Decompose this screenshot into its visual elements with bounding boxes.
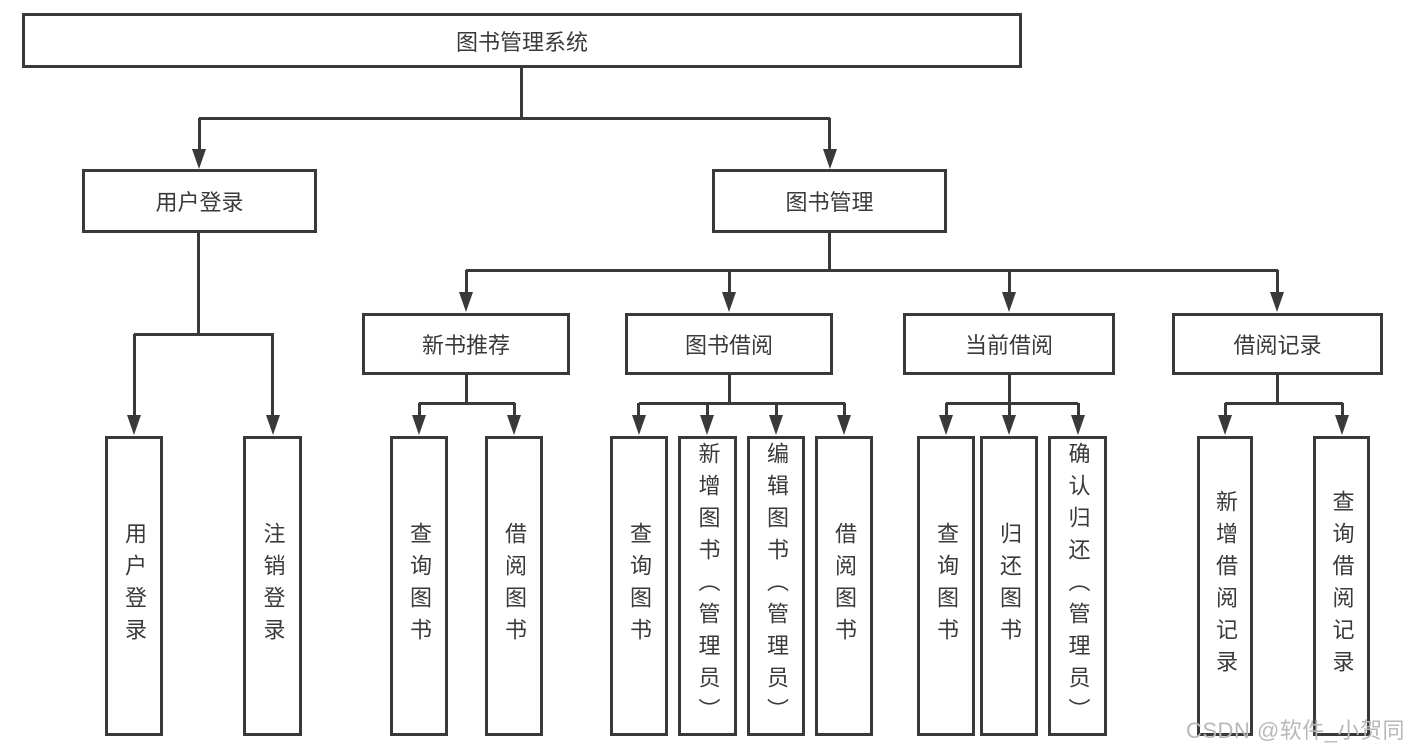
leaf-query-books-current: 查询图书 xyxy=(917,436,975,736)
arrow-down-icon xyxy=(700,415,714,435)
arrow-down-icon xyxy=(1218,415,1232,435)
arrow-down-icon xyxy=(722,292,736,312)
connector-root-branch xyxy=(199,117,830,120)
connector-stem xyxy=(728,270,731,294)
connector-branch xyxy=(1225,402,1343,405)
node-borrow-records: 借阅记录 xyxy=(1172,313,1383,375)
connector-stem xyxy=(728,375,731,405)
leaf-label: 确认归还（管理员） xyxy=(1065,442,1091,730)
leaf-logout: 注销登录 xyxy=(243,436,302,736)
leaf-borrow-books: 借阅图书 xyxy=(815,436,873,736)
leaf-label: 借阅图书 xyxy=(832,522,857,650)
leaf-label: 新增借阅记录 xyxy=(1213,490,1238,682)
arrow-down-icon xyxy=(1002,415,1016,435)
leaf-label: 归还图书 xyxy=(997,522,1022,650)
arrow-down-icon xyxy=(769,415,783,435)
connector-branch xyxy=(946,402,1078,405)
connector-stem xyxy=(465,270,468,294)
arrow-down-icon xyxy=(1270,292,1284,312)
node-new-book-recommend: 新书推荐 xyxy=(362,313,570,375)
connector-stem xyxy=(198,118,201,152)
arrow-down-icon xyxy=(632,415,646,435)
leaf-edit-book-admin: 编辑图书（管理员） xyxy=(747,436,805,736)
connector-stem xyxy=(843,403,846,417)
arrow-down-icon xyxy=(507,415,521,435)
node-label: 图书借阅 xyxy=(684,333,773,358)
arrow-down-icon xyxy=(412,415,426,435)
arrow-down-icon xyxy=(127,415,141,435)
node-label: 用户登录 xyxy=(155,190,244,215)
connector-stem xyxy=(1008,403,1011,417)
connector-stem xyxy=(1341,403,1344,417)
leaf-label: 新增图书（管理员） xyxy=(695,442,721,730)
node-label: 新书推荐 xyxy=(421,333,510,358)
connector-stem xyxy=(1276,375,1279,405)
node-label: 当前借阅 xyxy=(964,333,1053,358)
leaf-add-book-admin: 新增图书（管理员） xyxy=(678,436,737,736)
leaf-add-borrow-record: 新增借阅记录 xyxy=(1197,436,1253,736)
connector-stem xyxy=(775,403,778,417)
connector-stem xyxy=(465,375,468,405)
arrow-down-icon xyxy=(823,149,837,169)
connector-stem xyxy=(945,403,948,417)
connector-stem xyxy=(1276,270,1279,294)
arrow-down-icon xyxy=(939,415,953,435)
leaf-confirm-return-admin: 确认归还（管理员） xyxy=(1048,436,1107,736)
leaf-user-login: 用户登录 xyxy=(105,436,163,736)
arrow-down-icon xyxy=(1071,415,1085,435)
leaf-borrow-books-recommend: 借阅图书 xyxy=(485,436,543,736)
arrow-down-icon xyxy=(837,415,851,435)
node-root-label: 图书管理系统 xyxy=(455,29,588,55)
node-book-management: 图书管理 xyxy=(712,169,947,233)
connector-root-stem xyxy=(520,68,523,120)
connector-stem xyxy=(637,403,640,417)
node-label: 图书管理 xyxy=(785,190,874,215)
node-root: 图书管理系统 xyxy=(22,13,1022,68)
leaf-query-books-recommend: 查询图书 xyxy=(390,436,448,736)
leaf-label: 编辑图书（管理员） xyxy=(764,442,789,730)
leaf-label: 查询借阅记录 xyxy=(1329,490,1355,682)
watermark-text: CSDN @软件_小贺同学 xyxy=(1186,718,1405,743)
node-current-borrow: 当前借阅 xyxy=(903,313,1115,375)
connector-stem xyxy=(1224,403,1227,417)
arrow-down-icon xyxy=(192,149,206,169)
arrow-down-icon xyxy=(1335,415,1349,435)
leaf-label: 注销登录 xyxy=(260,522,286,650)
node-label: 借阅记录 xyxy=(1233,333,1322,358)
connector-stem xyxy=(1077,403,1080,417)
leaf-label: 查询图书 xyxy=(407,522,432,650)
connector-stem xyxy=(1008,375,1011,405)
connector-stem xyxy=(513,403,516,417)
connector-stem xyxy=(197,233,200,335)
node-user-login: 用户登录 xyxy=(82,169,317,233)
connector-stem xyxy=(706,403,709,417)
connector-branch xyxy=(466,269,1278,272)
leaf-return-book: 归还图书 xyxy=(980,436,1038,736)
connector-stem xyxy=(133,334,136,416)
connector-stem xyxy=(1008,270,1011,294)
connector-stem xyxy=(828,118,831,152)
connector-stem xyxy=(418,403,421,417)
leaf-label: 查询图书 xyxy=(627,522,652,650)
connector-branch xyxy=(134,333,274,336)
connector-branch xyxy=(419,402,515,405)
connector-stem xyxy=(828,233,831,272)
node-book-borrow: 图书借阅 xyxy=(625,313,833,375)
connector-stem xyxy=(271,334,274,416)
leaf-label: 借阅图书 xyxy=(502,522,527,650)
leaf-label: 查询图书 xyxy=(934,522,959,650)
leaf-query-books-borrow: 查询图书 xyxy=(610,436,668,736)
leaf-label: 用户登录 xyxy=(122,522,147,650)
arrow-down-icon xyxy=(266,415,280,435)
leaf-query-borrow-record: 查询借阅记录 xyxy=(1313,436,1370,736)
arrow-down-icon xyxy=(1002,292,1016,312)
connector-branch xyxy=(639,402,845,405)
arrow-down-icon xyxy=(459,292,473,312)
